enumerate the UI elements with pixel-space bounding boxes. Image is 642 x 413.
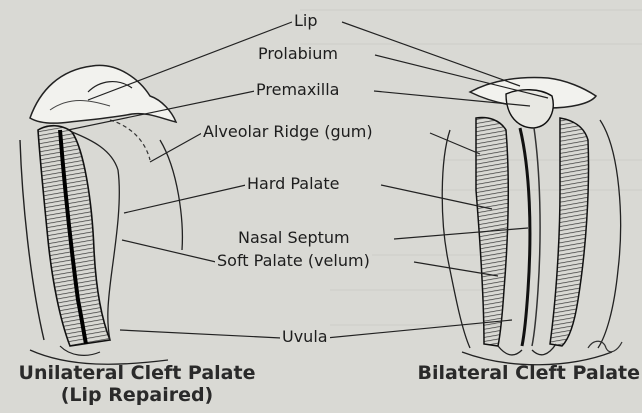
label-nasal-septum: Nasal Septum [236,229,352,247]
bilateral-palate-drawing [442,78,622,365]
caption-bilateral: Bilateral Cleft Palate [400,362,640,384]
label-uvula: Uvula [280,328,330,346]
bleed-through-text [340,2,344,19]
label-lip: Lip [292,12,320,30]
caption-unilateral-line1: Unilateral Cleft Palate [4,362,270,384]
label-hard-palate: Hard Palate [245,175,341,193]
caption-unilateral: Unilateral Cleft Palate (Lip Repaired) [4,362,270,406]
label-soft-palate: Soft Palate (velum) [215,252,372,270]
label-prolabium: Prolabium [256,45,340,63]
unilateral-palate-drawing [20,65,182,364]
label-alveolar-ridge: Alveolar Ridge (gum) [201,123,375,141]
caption-unilateral-line2: (Lip Repaired) [4,384,270,406]
label-premaxilla: Premaxilla [254,81,341,99]
page-bleed-through [300,10,642,325]
